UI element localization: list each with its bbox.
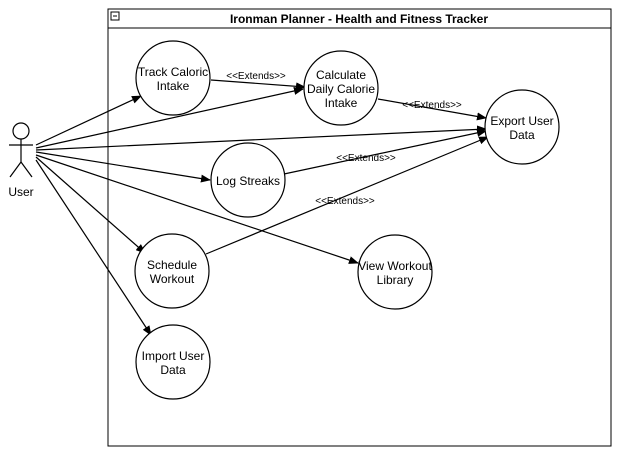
- association-track-caloric-intake: [35, 95, 142, 146]
- use-case-export-user-data[interactable]: Export User Data: [484, 89, 560, 165]
- association-log-streaks: [35, 151, 211, 183]
- extend-label-schedule-to-export: <<Extends>>: [315, 196, 375, 207]
- use-case-label-line: Calculate: [316, 68, 366, 82]
- extend-label-calculate-to-export: <<Extends>>: [402, 100, 462, 111]
- association-export-user-data: [35, 125, 487, 151]
- use-case-label-line: Library: [377, 273, 414, 287]
- actor-left-leg: [9, 161, 22, 178]
- actor-head: [12, 122, 30, 140]
- association-schedule-workout: [35, 156, 146, 254]
- use-case-label-line: Schedule: [147, 258, 197, 272]
- use-case-label-line: Log Streaks: [216, 174, 280, 188]
- use-case-label-line: Track Caloric: [138, 65, 208, 79]
- association-calculate-daily-calorie: [35, 87, 304, 149]
- use-case-calculate-daily-calorie-intake[interactable]: Calculate Daily Calorie Intake: [303, 50, 379, 126]
- use-case-label-line: Daily Calorie: [307, 82, 375, 96]
- actor-label: User: [8, 185, 33, 199]
- extend-log-to-export: [283, 128, 487, 175]
- actor-right-leg: [20, 161, 33, 178]
- use-case-label-line: Intake: [157, 79, 190, 93]
- use-case-label-line: Data: [509, 128, 535, 142]
- extend-label-track-to-calculate: <<Extends>>: [226, 71, 286, 82]
- use-case-view-workout-library[interactable]: View Workout Library: [357, 234, 433, 310]
- use-case-track-caloric-intake[interactable]: Track Caloric Intake: [135, 40, 211, 116]
- extend-track-to-calculate: [210, 79, 306, 91]
- use-case-label-line: View Workout: [358, 259, 432, 273]
- use-case-schedule-workout[interactable]: Schedule Workout: [134, 233, 210, 309]
- association-view-workout-library: [35, 154, 359, 264]
- use-case-import-user-data[interactable]: Import User Data: [135, 324, 211, 400]
- association-import-user-data: [35, 159, 152, 336]
- extend-calculate-to-export: [377, 98, 487, 121]
- use-case-label-line: Workout: [150, 272, 195, 286]
- use-case-label-line: Data: [160, 363, 186, 377]
- use-case-label-line: Intake: [325, 96, 358, 110]
- extend-label-log-to-export: <<Extends>>: [336, 153, 396, 164]
- use-case-label-line: Import User: [142, 349, 205, 363]
- use-case-log-streaks[interactable]: Log Streaks: [210, 142, 286, 218]
- system-title: Ironman Planner - Health and Fitness Tra…: [230, 12, 488, 26]
- use-case-label-line: Export User: [490, 114, 553, 128]
- extend-schedule-to-export: [205, 136, 489, 255]
- actor-user[interactable]: User: [8, 122, 34, 199]
